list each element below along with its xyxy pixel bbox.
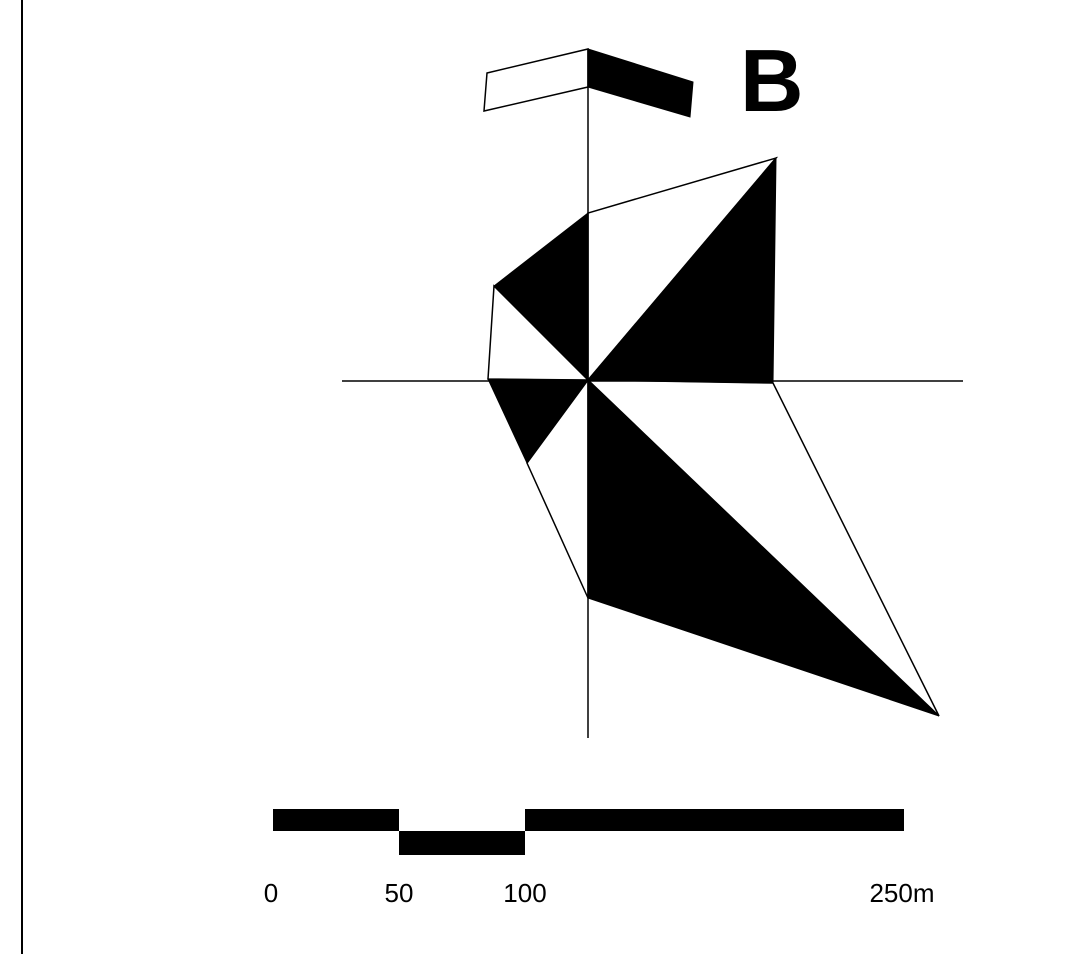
- scale-bar-segment-0-50: [273, 809, 399, 831]
- orientation-marker: [483, 48, 694, 140]
- scale-bar-segment-50-100: [399, 831, 525, 855]
- scale-bar: 0 50 100 250m: [264, 809, 935, 908]
- scale-bar-segment-100-250: [525, 809, 904, 831]
- scale-bar-tick-label: 50: [385, 878, 414, 908]
- scale-bar-tick-label: 250m: [869, 878, 934, 908]
- orientation-marker-black-segment: [587, 48, 694, 118]
- rose-sector-black-w-sw: [487, 378, 589, 464]
- rose-diagram: [342, 140, 963, 738]
- panel-letter: B: [740, 31, 804, 130]
- scale-bar-tick-label: 0: [264, 878, 278, 908]
- scale-bar-tick-label: 100: [503, 878, 546, 908]
- orientation-marker-white-segment: [483, 48, 589, 112]
